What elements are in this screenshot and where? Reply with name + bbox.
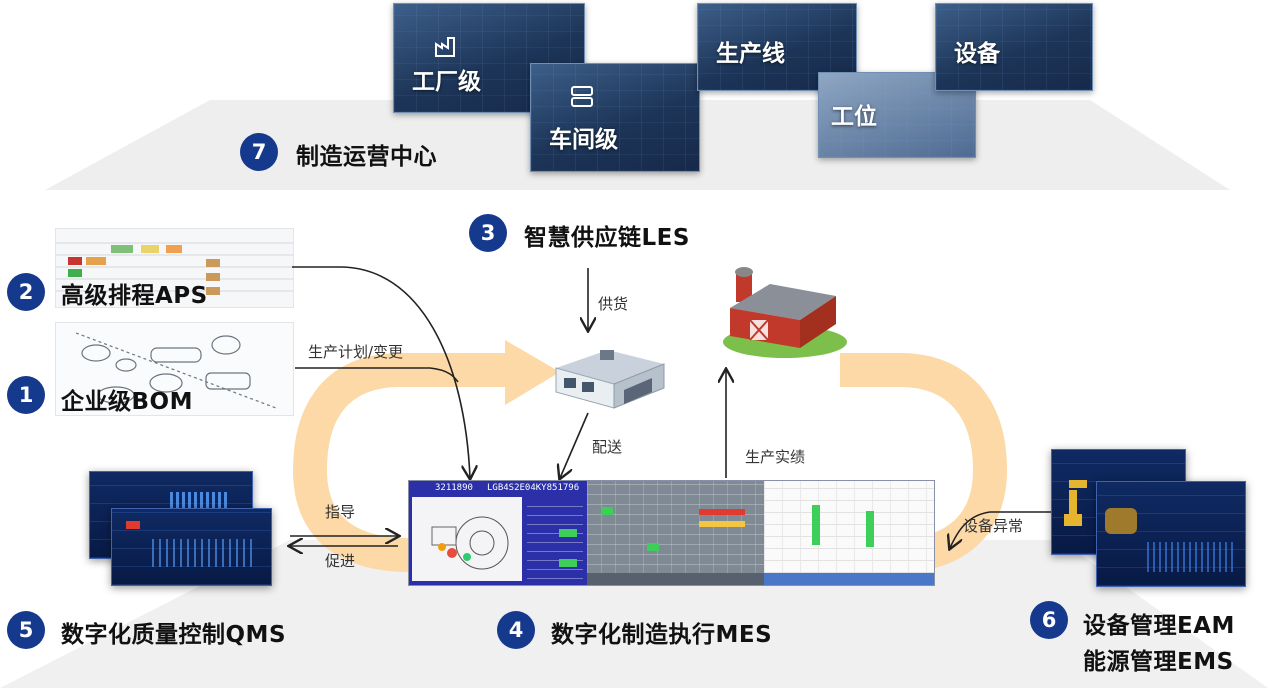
- warehouse-icon: [555, 350, 665, 409]
- screen-equipment-label: 设备: [954, 41, 1000, 67]
- mes-middle-footer: [587, 573, 764, 585]
- bom-exploded-view-graphic: [75, 332, 277, 409]
- flow-label-supply: 供货: [598, 295, 629, 313]
- mes-right-block-1: [812, 505, 820, 545]
- qms-front-chart: [152, 539, 252, 567]
- ems-title: 能源管理EMS: [1083, 649, 1234, 675]
- flow-label-guide: 指导: [325, 503, 356, 521]
- ems-screen-front[interactable]: [1096, 481, 1246, 587]
- mes-right-footer: [764, 573, 934, 585]
- factory-icon: [435, 37, 455, 57]
- workshop-icon: [571, 86, 593, 107]
- qms-back-chart: [170, 492, 230, 512]
- flow-label-equip-alarm: 设备异常: [963, 517, 1024, 535]
- mes-panel-middle: [587, 481, 764, 585]
- mes-form: [527, 499, 583, 579]
- aps-table-graphic: [56, 242, 293, 295]
- mes-panel-right: [764, 481, 934, 585]
- robot-arm-icon: [1064, 480, 1087, 526]
- mes-middle-red: [699, 509, 745, 515]
- ems-front-chart: [1147, 542, 1237, 572]
- mes-middle-green-2: [647, 543, 659, 551]
- mes-panel-left: 3211890 LGB4S2E04KY851796: [409, 481, 587, 585]
- bom-title: 企业级BOM: [61, 389, 193, 415]
- mes-header-id: 3211890: [435, 483, 473, 493]
- flow-label-plan: 生产计划/变更: [308, 343, 404, 361]
- mes-middle-yellow: [699, 521, 745, 527]
- barn-icon: [723, 267, 847, 358]
- mes-title: 数字化制造执行MES: [551, 622, 773, 648]
- screen-station-label: 工位: [831, 104, 877, 130]
- mes-drawing: [412, 497, 522, 581]
- flow-label-promote: 促进: [325, 552, 356, 570]
- mes-middle-green: [601, 507, 613, 515]
- badge-7: 7: [240, 133, 278, 171]
- bom-thumbnail[interactable]: [55, 322, 294, 416]
- aps-thumbnail[interactable]: [55, 228, 294, 308]
- mes-right-grid: [764, 481, 934, 585]
- qms-screen-front[interactable]: [111, 508, 272, 586]
- badge-5: 5: [7, 611, 45, 649]
- badge-2: 2: [7, 273, 45, 311]
- aps-title: 高级排程APS: [61, 283, 208, 309]
- screen-workshop-level[interactable]: 车间级: [530, 63, 700, 172]
- screen-workshop-label: 车间级: [549, 127, 618, 153]
- mes-status-green-2: [559, 559, 577, 567]
- mes-right-block-2: [866, 511, 874, 547]
- mes-middle-grid: [587, 481, 764, 585]
- operations-center-title: 制造运营中心: [296, 144, 437, 170]
- qms-front-red: [126, 521, 140, 529]
- badge-3: 3: [469, 214, 507, 252]
- mes-header-code: LGB4S2E04KY851796: [487, 483, 580, 493]
- badge-6: 6: [1030, 601, 1068, 639]
- mes-drawing-graphic: [431, 516, 509, 570]
- ems-engine-image: [1105, 508, 1137, 534]
- mes-screenshot[interactable]: 3211890 LGB4S2E04KY851796: [408, 480, 935, 586]
- badge-4: 4: [497, 611, 535, 649]
- qms-title: 数字化质量控制QMS: [61, 622, 287, 648]
- flow-label-results: 生产实绩: [745, 448, 806, 466]
- mes-status-green: [559, 529, 577, 537]
- eam-title: 设备管理EAM: [1083, 613, 1235, 639]
- screen-equipment-level[interactable]: 设备: [935, 3, 1093, 91]
- screen-factory-label: 工厂级: [412, 69, 481, 95]
- screen-line-label: 生产线: [716, 41, 785, 67]
- les-title: 智慧供应链LES: [524, 225, 690, 251]
- flow-label-delivery: 配送: [592, 438, 623, 456]
- badge-1: 1: [7, 376, 45, 414]
